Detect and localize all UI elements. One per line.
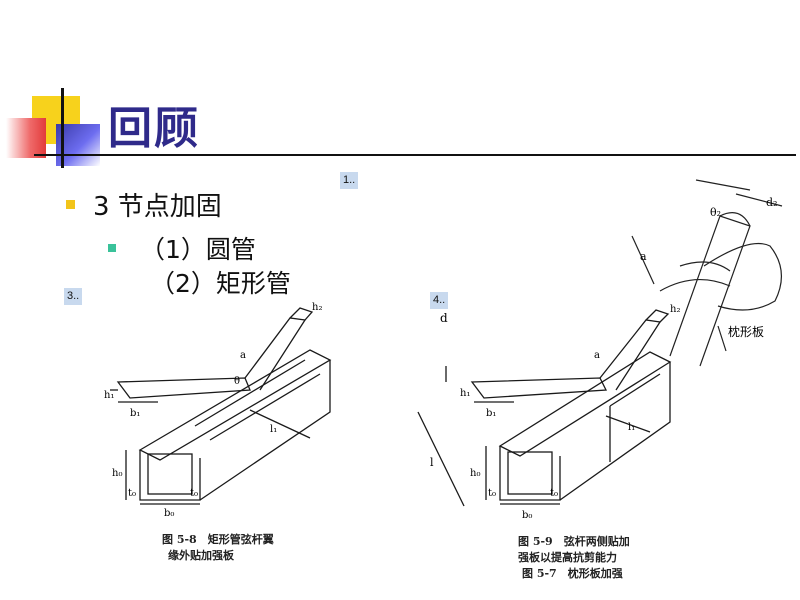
left-label-t0b: t₀ — [190, 488, 198, 499]
marker-3[interactable]: 3.. — [64, 288, 83, 305]
top-label-theta: θ₂ — [710, 206, 721, 219]
left-label-theta: θ — [234, 376, 240, 387]
bullet-level2-partial-text: （2）矩形管 — [150, 269, 291, 298]
figure-left-joint: h₂ a θ h₁ b₁ l₁ h₀ t₀ t₀ b₀ — [104, 302, 332, 519]
right-label-a: a — [594, 350, 600, 361]
bullet-level1-text: 3 节点加固 — [93, 192, 222, 222]
figure-saddle-plate: d₂ θ₂ a 枕形板 — [631, 179, 783, 367]
left-label-b0: b₀ — [164, 508, 174, 519]
top-label-a: a — [640, 250, 647, 263]
right-caption: 图 5-9 弦杆两侧贴加 强板以提高抗剪能力 — [518, 534, 630, 566]
bullet-level1: 3 节点加固 — [66, 186, 222, 223]
title-decoration-red — [6, 118, 46, 158]
right-label-h0: h₀ — [470, 468, 480, 479]
right-label-b1: b₁ — [486, 408, 496, 419]
marker-4[interactable]: 4.. — [430, 292, 449, 309]
right-caption-cut: 图 5-7 枕形板加强 — [522, 567, 623, 580]
figure-right-joint: d h₂ a h₁ b₁ l₁ h₀ t₀ t₀ b₀ l — [417, 304, 680, 521]
marker-1[interactable]: 1.. — [340, 172, 359, 189]
left-label-h2: h₂ — [312, 302, 322, 313]
right-caption-line2: 强板以提高抗剪能力 — [518, 551, 617, 564]
top-label-plate: 枕形板 — [728, 324, 764, 339]
top-label-d: d₂ — [766, 196, 777, 209]
left-label-t0a: t₀ — [128, 488, 136, 499]
right-label-l: l — [430, 456, 434, 469]
left-label-h1: h₁ — [104, 390, 114, 401]
right-label-d: d — [440, 311, 448, 325]
bullet-level2-partial: （2）矩形管 — [150, 269, 291, 298]
right-caption-cut-text: 图 5-7 枕形板加强 — [522, 567, 623, 580]
left-caption: 图 5-8 矩形管弦杆翼 缘外贴加强板 — [162, 532, 274, 564]
title-decoration-vertical-line — [61, 88, 64, 168]
right-label-b0: b₀ — [522, 510, 532, 521]
bullet-square-icon — [66, 200, 75, 209]
left-label-a: a — [240, 350, 246, 361]
right-label-t0a: t₀ — [488, 488, 496, 499]
slide-title: 回顾 — [108, 103, 200, 154]
right-label-h1: h₁ — [460, 388, 470, 399]
left-label-b1: b₁ — [130, 408, 140, 419]
right-label-t0b: t₀ — [550, 488, 558, 499]
right-label-h2: h₂ — [670, 304, 680, 315]
left-label-h0: h₀ — [112, 468, 122, 479]
right-label-l1: l₁ — [628, 422, 635, 433]
left-caption-line2: 缘外贴加强板 — [168, 549, 234, 562]
bullet-level2: （1）圆管 — [108, 230, 256, 266]
right-caption-line1: 图 5-9 弦杆两侧贴加 — [518, 535, 630, 548]
bullet-square-icon — [108, 244, 116, 252]
bullet-level2-text: （1）圆管 — [140, 235, 256, 264]
left-caption-line1: 图 5-8 矩形管弦杆翼 — [162, 533, 274, 546]
title-underline — [34, 154, 796, 156]
left-label-l1: l₁ — [270, 424, 277, 435]
